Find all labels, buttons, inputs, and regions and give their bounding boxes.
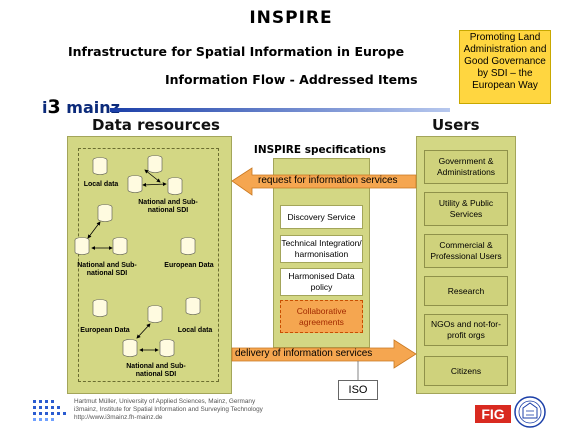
page-title: INSPIRE (249, 8, 333, 28)
data-resources-heading: Data resources (92, 116, 220, 134)
fig-logo: FIG (475, 403, 511, 425)
database-icon (180, 237, 196, 255)
user-ngos: NGOs and not-for-profit orgs (424, 314, 508, 346)
user-utility: Utility & Public Services (424, 192, 508, 226)
footer-line: i3mainz, Institute for Spatial Informati… (74, 406, 263, 413)
footer-line: http://www.i3mainz.fh-mainz.de (74, 414, 163, 421)
database-icon (112, 237, 128, 255)
logo-underline (110, 108, 450, 112)
database-icon (92, 299, 108, 317)
fig-logo-text: FIG (481, 406, 504, 422)
user-citizens: Citizens (424, 356, 508, 386)
iso-box: ISO (338, 380, 378, 400)
users-heading: Users (432, 116, 480, 134)
fig-logo-graphic: FIG (475, 405, 511, 423)
spec-technical-integration: Technical Integration/ harmonisation (280, 235, 363, 263)
database-icon (97, 204, 113, 222)
database-icon (92, 157, 108, 175)
specifications-heading: INSPIRE specifications (253, 144, 387, 156)
logo-i: i (42, 98, 48, 117)
database-icon (185, 297, 201, 315)
local-data-label: Local data (83, 181, 119, 188)
national-sdi-label: National and Sub-national SDI (77, 262, 137, 277)
delivery-arrow (231, 339, 417, 369)
national-sdi-label: National and Sub-national SDI (138, 199, 198, 214)
spec-discovery-service: Discovery Service (280, 205, 363, 229)
spec-harmonised-data-policy: Harmonised Data policy (280, 268, 363, 296)
database-icon (147, 155, 163, 173)
subtitle-information-flow: Information Flow - Addressed Items (165, 72, 418, 87)
request-arrow (231, 167, 417, 196)
database-icon (147, 305, 163, 323)
database-icon (127, 175, 143, 193)
i3mainz-logo: i3 mainz (42, 96, 120, 118)
request-arrow-label: request for information services (258, 175, 398, 186)
user-commercial: Commercial & Professional Users (424, 234, 508, 268)
local-data-label: Local data (177, 327, 213, 334)
user-research: Research (424, 276, 508, 306)
european-data-label: European Data (80, 327, 130, 334)
database-icon (159, 339, 175, 357)
database-icon (74, 237, 90, 255)
footer-credits: Hartmut Müller, University of Applied Sc… (74, 398, 263, 422)
national-sdi-label: National and Sub-national SDI (126, 363, 186, 378)
european-data-label: European Data (164, 262, 214, 269)
delivery-arrow-label: delivery of information services (235, 348, 373, 359)
subtitle-infrastructure: Infrastructure for Spatial Information i… (68, 44, 405, 59)
data-resources-dashed-area (78, 148, 219, 382)
spec-collaborative-agreements: Collaborative agreements (280, 300, 363, 333)
database-icon (167, 177, 183, 195)
logo-number: 3 (47, 96, 61, 118)
footer-line: Hartmut Müller, University of Applied Sc… (74, 398, 256, 405)
logo-word: mainz (60, 98, 120, 117)
user-government: Government & Administrations (424, 150, 508, 184)
promo-box: Promoting Land Administration and Good G… (459, 30, 551, 104)
database-icon (122, 339, 138, 357)
